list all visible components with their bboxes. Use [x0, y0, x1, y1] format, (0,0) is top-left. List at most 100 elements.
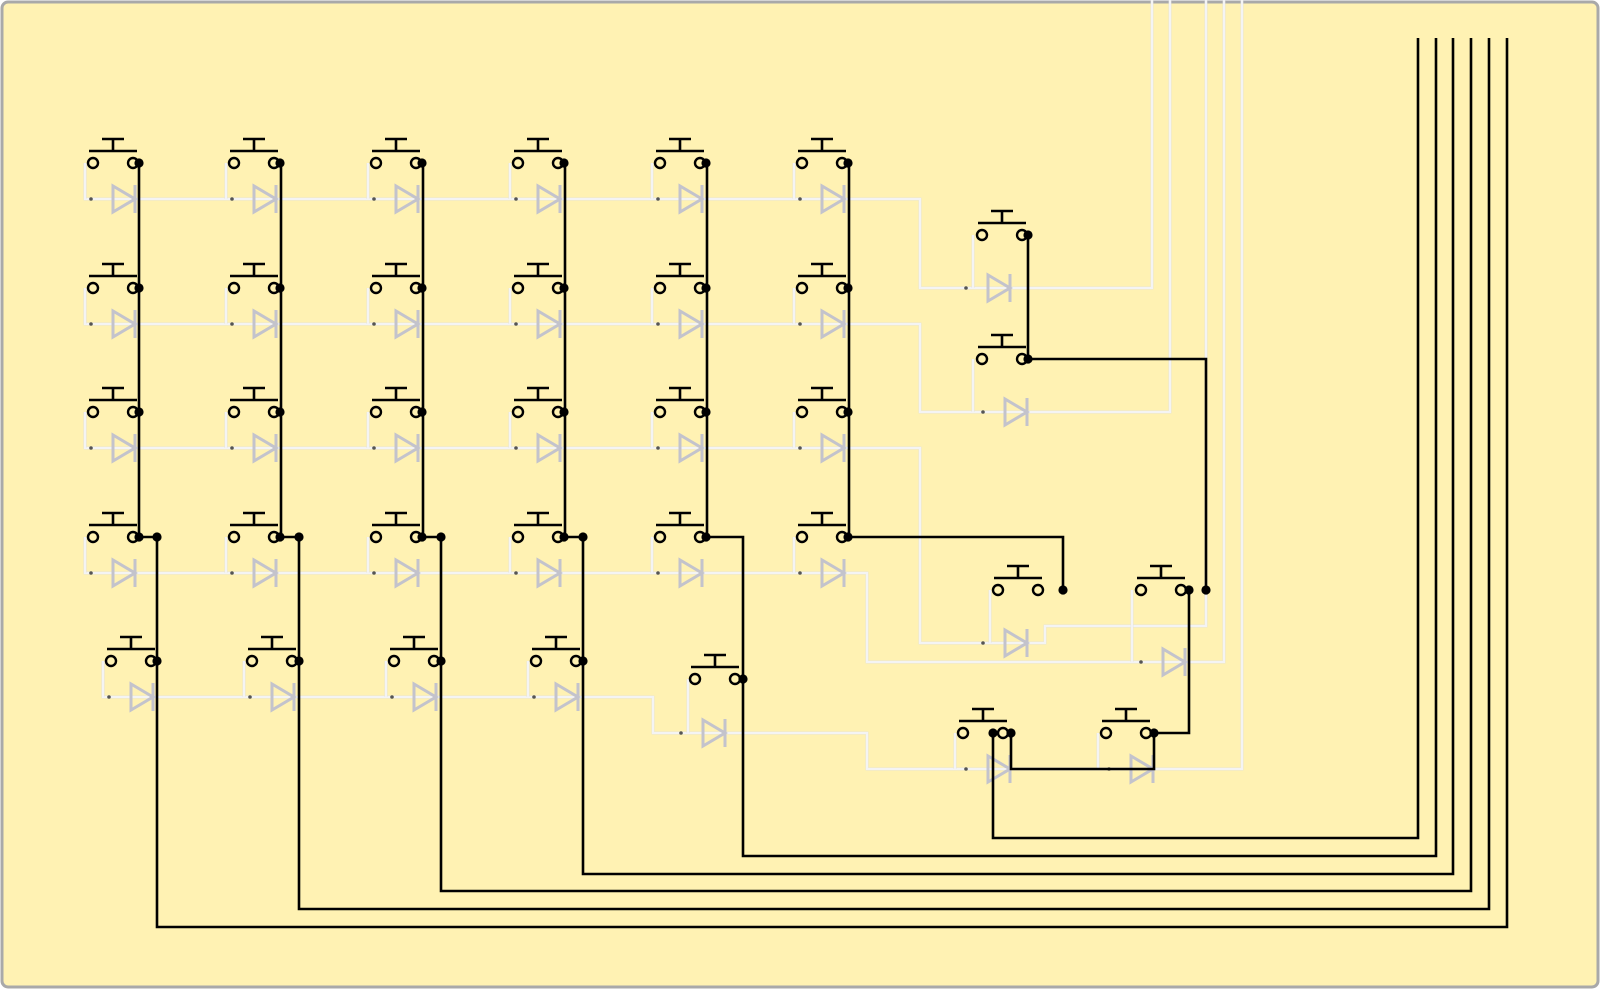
- diode-anode-dot: [981, 641, 985, 645]
- switch-contact: [387, 654, 401, 668]
- switch-contact: [991, 583, 1005, 597]
- switch-contact: [511, 405, 525, 419]
- push-switch: [956, 707, 1010, 740]
- junction-dot: [436, 532, 446, 542]
- switch-contact: [369, 405, 383, 419]
- push-switch: [653, 262, 707, 295]
- diode-body: [820, 557, 847, 589]
- column-wire: [1154, 590, 1191, 735]
- column-wire: [1026, 235, 1208, 590]
- push-switch: [369, 262, 423, 295]
- switch-contact: [975, 352, 989, 366]
- switch-contact: [86, 281, 100, 295]
- diode-anode-dot: [230, 571, 234, 575]
- junction-dot: [843, 532, 853, 542]
- diode-anode-dot: [798, 446, 802, 450]
- switch-contact: [1134, 583, 1148, 597]
- diode-anode-dot: [798, 322, 802, 326]
- junction-dot: [275, 532, 285, 542]
- junction-dot: [275, 158, 285, 168]
- junction-dot: [988, 728, 998, 738]
- column-wire: [139, 38, 1509, 929]
- junction-dot: [701, 532, 711, 542]
- diode-anode-dot: [514, 446, 518, 450]
- diode-body: [986, 272, 1013, 304]
- switch-contact: [975, 228, 989, 242]
- switch-contact: [104, 654, 118, 668]
- junction-dot: [738, 674, 748, 684]
- junction-dot: [1058, 585, 1068, 595]
- diode-body: [678, 183, 705, 215]
- switch-contact: [688, 672, 702, 686]
- switch-contact: [653, 530, 667, 544]
- junction-dot: [134, 158, 144, 168]
- switch-contact: [795, 156, 809, 170]
- junction-dot: [275, 407, 285, 417]
- column-wire: [1009, 733, 1156, 771]
- push-switch: [86, 262, 140, 295]
- diode-body: [412, 681, 439, 713]
- diode-anode-dot: [89, 322, 93, 326]
- junction-dot: [417, 283, 427, 293]
- diode-anode-dot: [798, 571, 802, 575]
- diode-body: [536, 432, 563, 464]
- junction-dot: [701, 407, 711, 417]
- junction-dot: [559, 407, 569, 417]
- diode-anode-dot: [372, 446, 376, 450]
- junction-dot: [578, 656, 588, 666]
- diode-body: [252, 557, 279, 589]
- junction-dot: [1184, 585, 1194, 595]
- diode-body: [394, 308, 421, 340]
- diode-body: [394, 183, 421, 215]
- junction-dot: [417, 407, 427, 417]
- junction-dot: [559, 158, 569, 168]
- switch-contact: [511, 156, 525, 170]
- diode-body: [111, 557, 138, 589]
- diode-anode-dot: [89, 571, 93, 575]
- switch-contact: [369, 156, 383, 170]
- push-switch: [529, 635, 583, 668]
- column-wire: [281, 38, 1491, 911]
- diode-body: [701, 717, 728, 749]
- switch-contact: [956, 726, 970, 740]
- switch-contact: [369, 530, 383, 544]
- diode-body: [111, 432, 138, 464]
- diode-body: [820, 308, 847, 340]
- switch-contact: [86, 530, 100, 544]
- diode-anode-dot: [656, 446, 660, 450]
- junction-dot: [843, 283, 853, 293]
- diode-anode-dot: [514, 571, 518, 575]
- junction-dot: [559, 283, 569, 293]
- column-wire: [423, 38, 1473, 893]
- diode-body: [270, 681, 297, 713]
- switch-contact: [511, 530, 525, 544]
- junction-dot: [417, 532, 427, 542]
- switch-contact: [653, 281, 667, 295]
- junction-dot: [843, 158, 853, 168]
- diode-anode-dot: [981, 410, 985, 414]
- diodes: [89, 183, 1188, 785]
- switch-contact: [227, 530, 241, 544]
- junction-dot: [559, 532, 569, 542]
- diode-anode-dot: [89, 446, 93, 450]
- wire-junctions: [134, 158, 1211, 738]
- diode-body: [394, 557, 421, 589]
- row-wires: [83, 0, 1244, 771]
- junction-dot: [1149, 728, 1159, 738]
- diode-anode-dot: [679, 731, 683, 735]
- push-switch: [369, 386, 423, 419]
- column-wires: [137, 38, 1509, 929]
- junction-dot: [294, 656, 304, 666]
- junction-dot: [1201, 585, 1211, 595]
- diode-anode-dot: [656, 322, 660, 326]
- push-switch: [991, 564, 1045, 597]
- junction-dot: [1023, 354, 1033, 364]
- switch-contact: [511, 281, 525, 295]
- junction-dot: [134, 532, 144, 542]
- junction-dot: [843, 407, 853, 417]
- switch-contact: [227, 156, 241, 170]
- junction-dot: [1023, 230, 1033, 240]
- row-wire-core: [101, 0, 1244, 771]
